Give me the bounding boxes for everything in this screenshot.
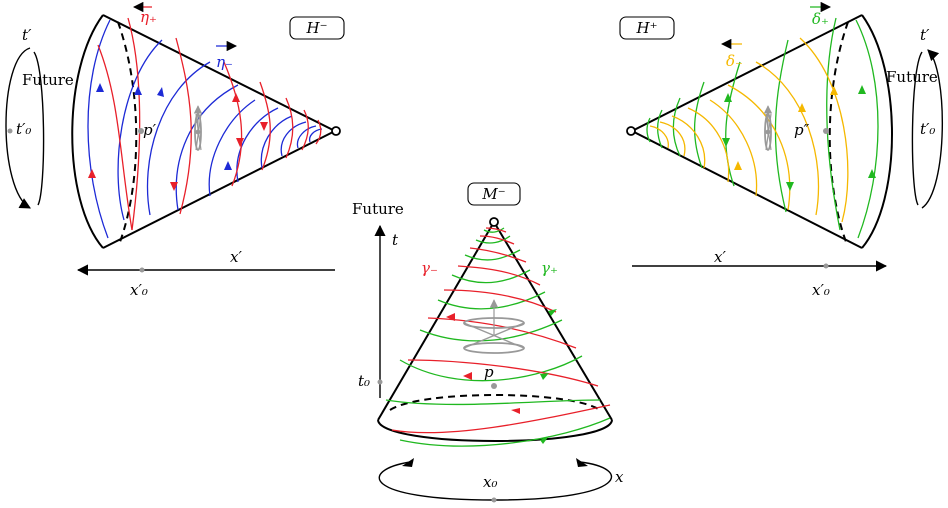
left-future-label: Future — [22, 71, 74, 89]
left-time-axis-label: t′ — [22, 26, 32, 44]
center-panel: M⁻ Future t t₀ γ₋ γ₊ p x₀ x — [352, 182, 624, 503]
center-cone-rim-front — [377, 419, 613, 442]
left-cone-rim-front — [71, 14, 104, 249]
right-time-axis-label: t′ — [920, 26, 930, 44]
left-cone-bottom-side — [102, 130, 336, 249]
center-box-label: M⁻ — [481, 185, 505, 203]
right-cone-rim-back — [828, 21, 849, 243]
left-red-worldlines — [97, 17, 322, 231]
center-time-tick-dot — [377, 379, 383, 385]
left-cone-rim-back — [117, 21, 138, 243]
center-future-label: Future — [352, 200, 404, 218]
right-space-tick-label: x′₀ — [812, 281, 830, 299]
left-time-tick-dot — [7, 128, 13, 134]
right-cone-bottom-side — [631, 130, 863, 249]
center-cone-right-side — [493, 221, 613, 421]
right-cone-apex — [626, 126, 636, 136]
left-time-circle-back — [33, 51, 45, 206]
center-cone-apex — [489, 217, 499, 227]
right-time-circle-arrow — [921, 49, 943, 209]
eta-plus-label: η₊ — [140, 8, 157, 26]
center-cone-left-side — [377, 221, 495, 421]
right-x-tick-dot — [823, 263, 829, 269]
center-space-arrowhead-left — [402, 458, 414, 467]
left-panel: H⁻ η₊ η₋ p′ t′ Future t′₀ x′ x′₀ — [5, 1, 345, 299]
center-light-cone — [463, 299, 525, 354]
right-cone-rim-front — [861, 14, 893, 249]
right-panel: H⁺ δ₊ δ₋ p″ t′ Future t′₀ x′ x′₀ — [619, 1, 943, 299]
gamma-minus-label: γ₋ — [421, 259, 438, 277]
left-point-p-prime — [138, 128, 144, 134]
left-light-cone — [193, 105, 203, 151]
eta-minus-label: η₋ — [216, 53, 233, 71]
right-time-tick-label: t′₀ — [920, 120, 935, 138]
right-yellow-worldlines — [649, 37, 849, 223]
delta-plus-label: δ₊ — [812, 10, 829, 28]
gamma-plus-label: γ₊ — [541, 259, 558, 277]
right-green-worldlines — [646, 17, 879, 239]
left-space-tick-label: x′₀ — [130, 281, 148, 299]
center-space-arrowhead-right — [576, 458, 588, 467]
left-time-circle-arrow — [5, 47, 31, 209]
left-box-frame — [289, 16, 345, 40]
left-space-axis-label: x′ — [230, 248, 242, 266]
left-box-label: H⁻ — [306, 19, 328, 37]
center-curve-arrowheads — [446, 309, 557, 444]
center-space-tick-label: x₀ — [483, 473, 497, 491]
right-point-label: p″ — [794, 121, 810, 139]
right-point-p-double-prime — [823, 128, 829, 134]
left-curve-arrowheads — [88, 83, 268, 191]
center-point-p — [491, 383, 497, 389]
right-future-label: Future — [886, 68, 938, 86]
center-time-axis-label: t — [392, 231, 399, 249]
left-point-label: p′ — [143, 121, 157, 139]
right-light-cone — [763, 105, 773, 151]
left-blue-worldlines — [87, 19, 323, 239]
left-time-tick-label: t′₀ — [16, 120, 31, 138]
center-point-label: p — [484, 363, 494, 381]
center-space-axis-label: x — [615, 468, 624, 486]
right-box-frame — [619, 16, 675, 40]
right-box-label: H⁺ — [636, 19, 658, 37]
left-cone-top-side — [102, 14, 336, 132]
center-space-tick-dot — [491, 497, 497, 503]
center-cone-rim-back — [389, 394, 601, 411]
right-curve-arrowheads — [722, 85, 876, 191]
left-x-tick-dot — [139, 267, 145, 273]
right-cone-top-side — [631, 14, 863, 132]
left-cone-apex — [331, 126, 341, 136]
delta-minus-label: δ₋ — [726, 52, 743, 70]
center-box-frame — [467, 182, 521, 206]
center-time-tick-label: t₀ — [358, 372, 370, 390]
right-space-axis-label: x′ — [714, 248, 726, 266]
center-green-worldlines — [385, 227, 611, 447]
right-time-circle-back — [911, 51, 923, 206]
